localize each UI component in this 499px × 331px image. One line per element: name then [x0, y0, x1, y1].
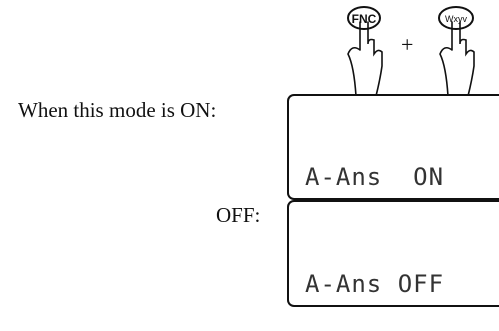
lcd-display-off: A-Ans OFF: [287, 200, 499, 307]
lcd-display-on: A-Ans ON: [287, 94, 499, 200]
w-key-label: Wxyv: [445, 14, 467, 24]
mode-off-caption: OFF:: [216, 203, 261, 227]
lcd-text-on: A-Ans ON: [305, 163, 445, 191]
w-key-press-illustration: Wxyv: [426, 0, 484, 100]
pointing-hand-icon: Wxyv: [438, 6, 475, 97]
plus-sign: +: [401, 32, 414, 57]
fnc-key-press-illustration: FNC: [338, 0, 396, 100]
fnc-key-label: FNC: [352, 12, 377, 26]
lcd-text-off: A-Ans OFF: [305, 270, 445, 298]
pointing-hand-icon: FNC: [347, 6, 383, 97]
mode-on-caption: When this mode is ON:: [18, 98, 217, 122]
